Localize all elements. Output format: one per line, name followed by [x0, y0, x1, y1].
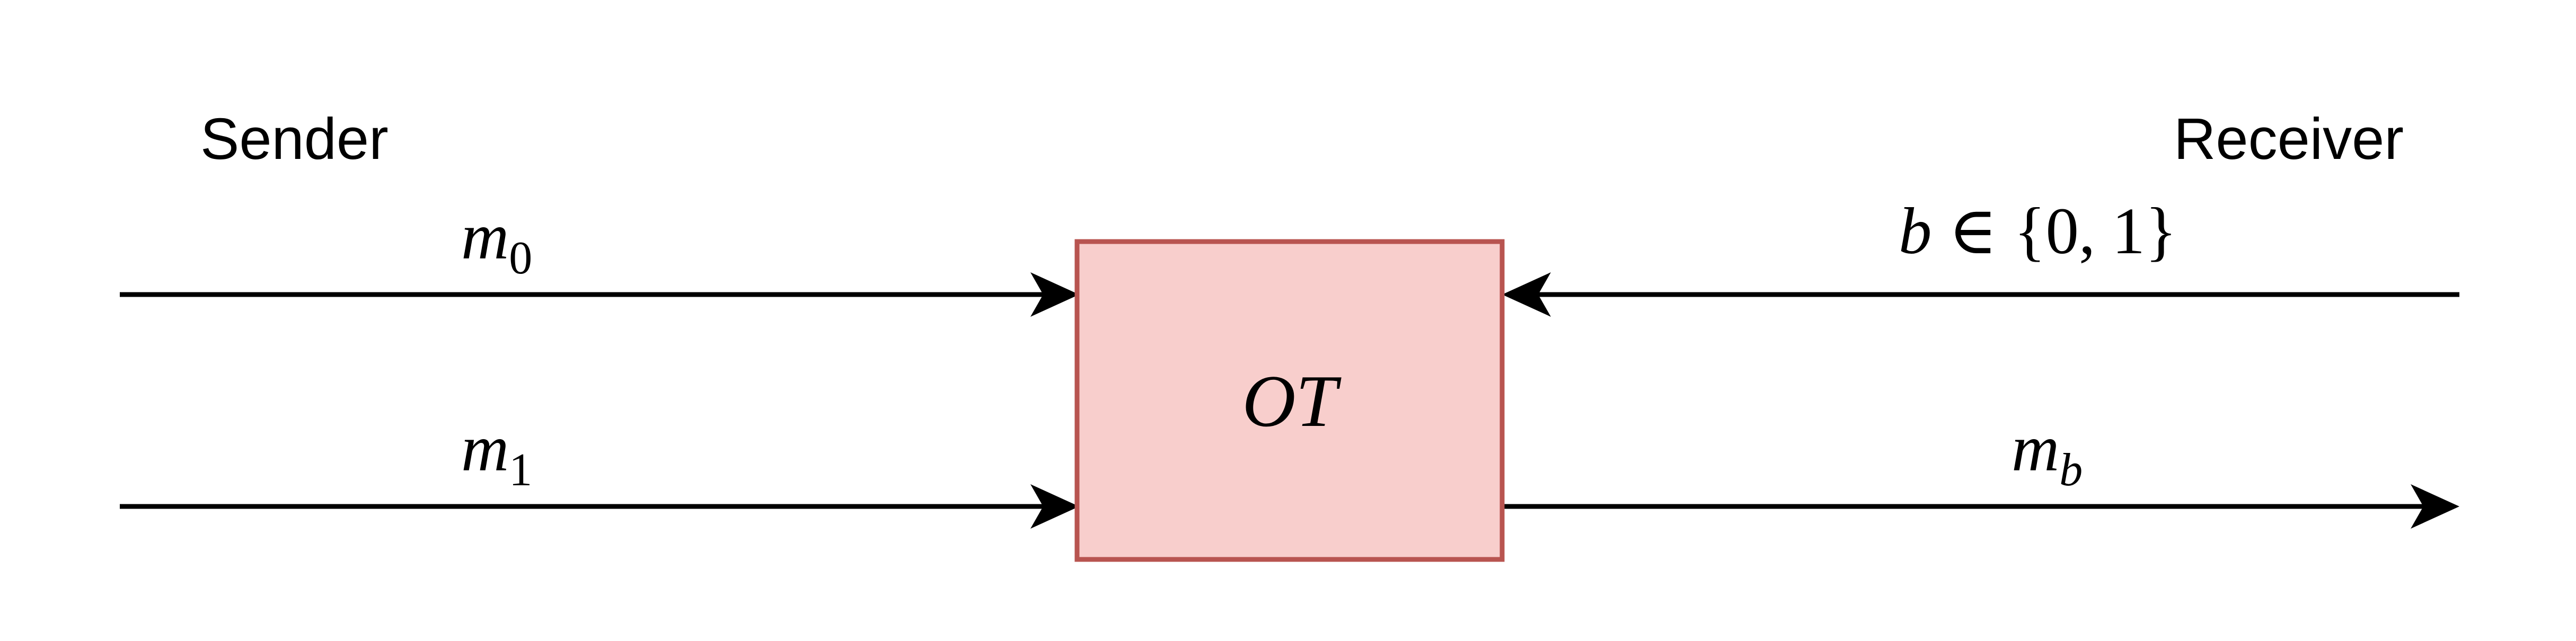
m0-label: m0 [461, 200, 532, 284]
choice-label-var: b [1899, 195, 1932, 268]
sender-label: Sender [200, 106, 389, 172]
receiver-label: Receiver [2174, 106, 2404, 172]
choice-label: b ∈ {0, 1} [1899, 195, 2177, 268]
choice-arrowhead [1502, 272, 1551, 317]
ot-box-label: OT [1242, 360, 1342, 442]
output-label-sub: b [2059, 444, 2083, 496]
m1-label: m1 [461, 412, 532, 496]
m1-arrow [120, 484, 1079, 529]
m1-label-base: m [461, 412, 509, 485]
output-label: mb [2012, 412, 2083, 496]
output-label-base: m [2012, 412, 2059, 485]
output-arrow [1502, 484, 2459, 529]
m1-arrowhead [1030, 484, 1079, 529]
choice-label-set: ∈ {0, 1} [1932, 195, 2177, 268]
m0-arrow [120, 272, 1079, 317]
choice-arrow [1502, 272, 2459, 317]
m0-label-sub: 0 [509, 233, 532, 284]
m0-label-base: m [461, 200, 509, 273]
m0-arrowhead [1030, 272, 1079, 317]
ot-box [1074, 239, 1505, 562]
output-arrowhead [2411, 484, 2459, 529]
m1-label-sub: 1 [509, 444, 532, 496]
